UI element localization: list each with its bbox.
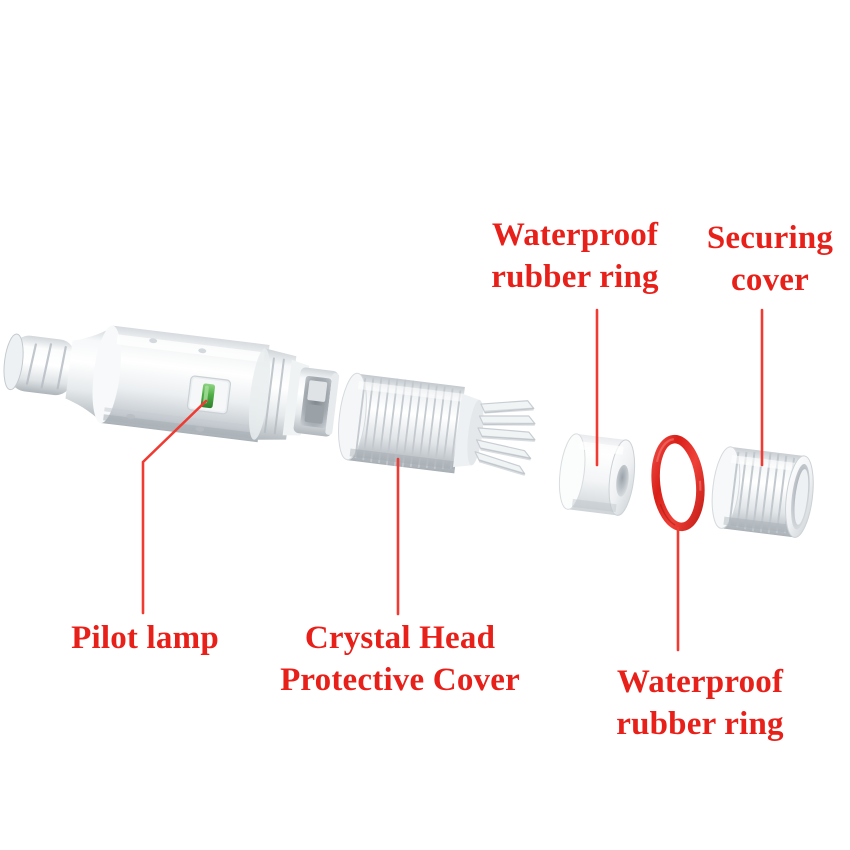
body-barrel-left-cap	[92, 325, 121, 423]
strain-relief	[3, 333, 75, 396]
rj45-socket	[293, 367, 340, 437]
leader-pilot-lamp	[141, 399, 208, 615]
ribbed-protective-sleeve	[338, 372, 536, 476]
leader-lines	[141, 308, 764, 652]
label-pilot-lamp: Pilot lamp	[71, 620, 219, 656]
label-waterproof-rubber-ring-bottom: Waterproof rubber ring	[616, 664, 784, 742]
securing-cover-nut	[711, 446, 814, 538]
label-waterproof-rubber-ring-top: Waterproof rubber ring	[491, 217, 659, 295]
red-o-ring	[651, 434, 705, 532]
connector-body	[3, 325, 340, 443]
label-securing-cover: Securing cover	[706, 220, 834, 298]
white-rubber-grommet	[558, 433, 636, 516]
label-crystal-head-protective-cover: Crystal Head Protective Cover	[280, 620, 520, 698]
sleeve-fin-shadows	[478, 407, 536, 476]
